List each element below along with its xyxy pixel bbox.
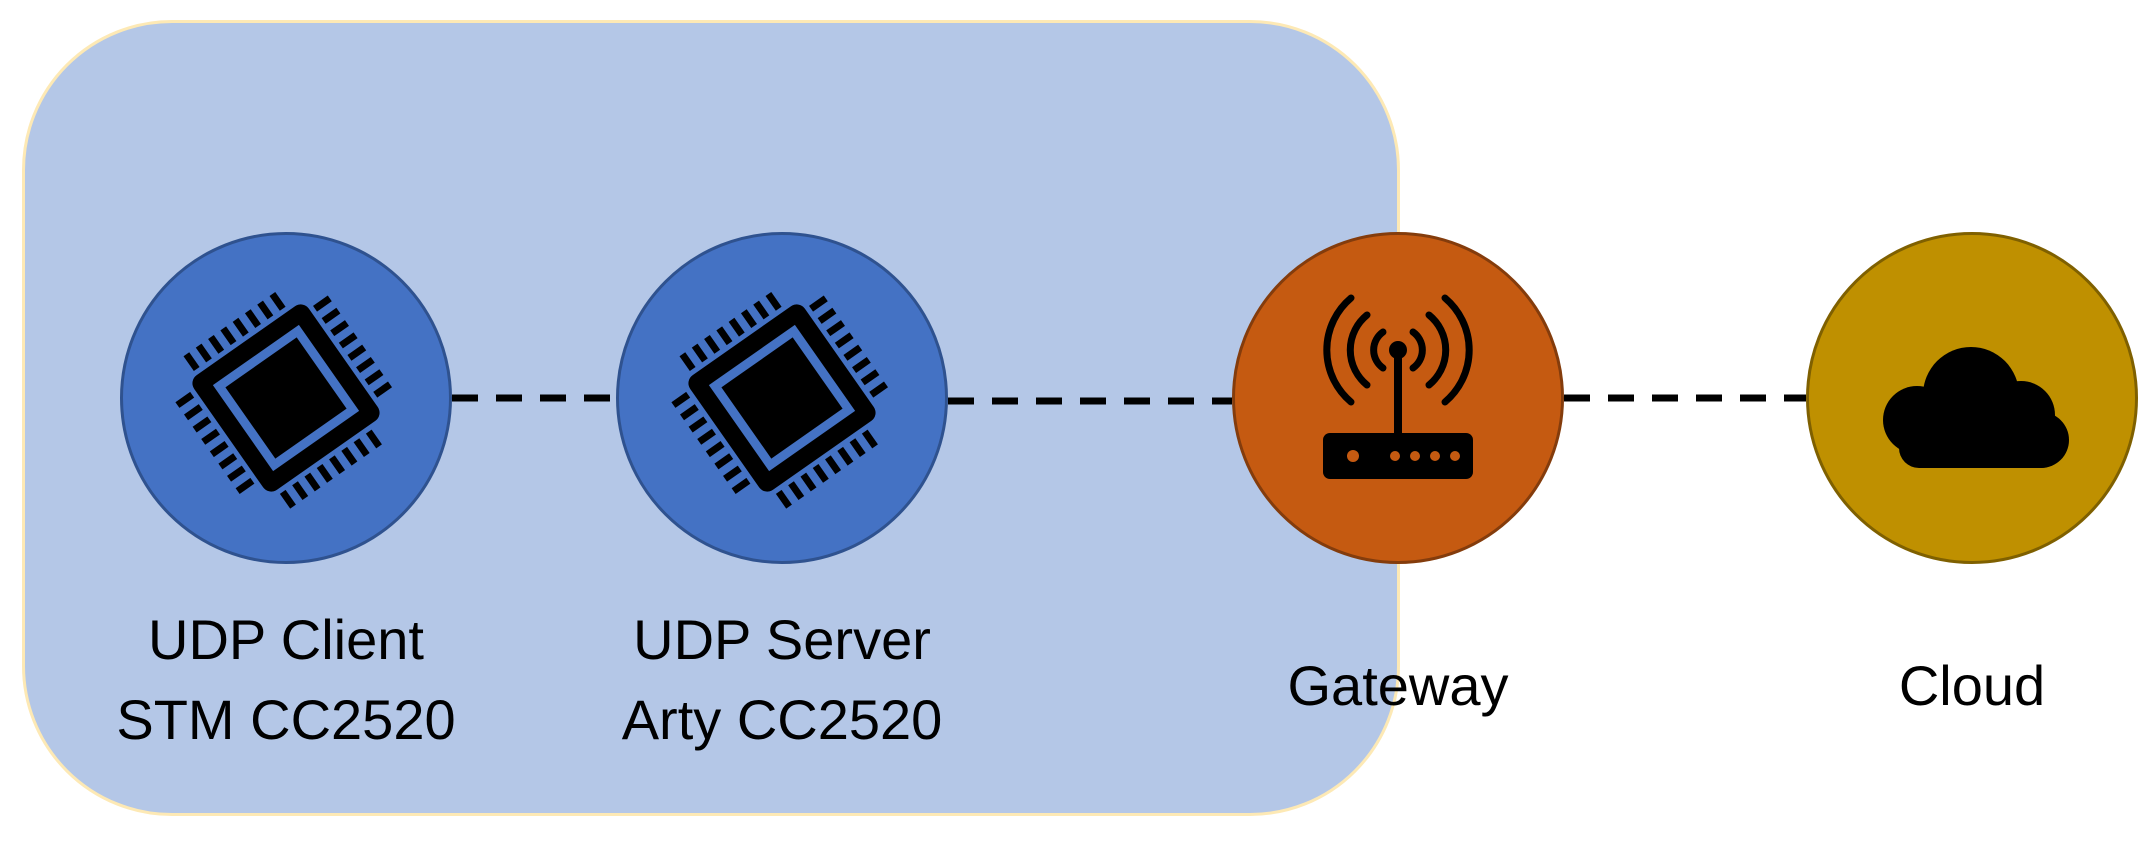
udp-server-node bbox=[616, 232, 948, 564]
cpu-chip-icon bbox=[175, 291, 393, 509]
udp-client-node bbox=[120, 232, 452, 564]
gateway-label: Gateway bbox=[1287, 654, 1509, 717]
udp-server-subtitle: Arty CC2520 bbox=[621, 688, 943, 751]
cloud-node bbox=[1806, 232, 2138, 564]
gateway-node bbox=[1232, 232, 1564, 564]
cpu-chip-icon bbox=[671, 291, 889, 509]
cloud-label: Cloud bbox=[1898, 654, 2046, 717]
cloud-icon bbox=[1883, 347, 2069, 468]
udp-client-label: UDP Client STM CC2520 bbox=[86, 600, 486, 760]
udp-server-label: UDP Server Arty CC2520 bbox=[582, 600, 982, 760]
udp-client-title: UDP Client bbox=[148, 608, 424, 671]
udp-server-title: UDP Server bbox=[633, 608, 931, 671]
udp-client-subtitle: STM CC2520 bbox=[116, 688, 456, 751]
wifi-router-icon bbox=[1323, 294, 1473, 479]
